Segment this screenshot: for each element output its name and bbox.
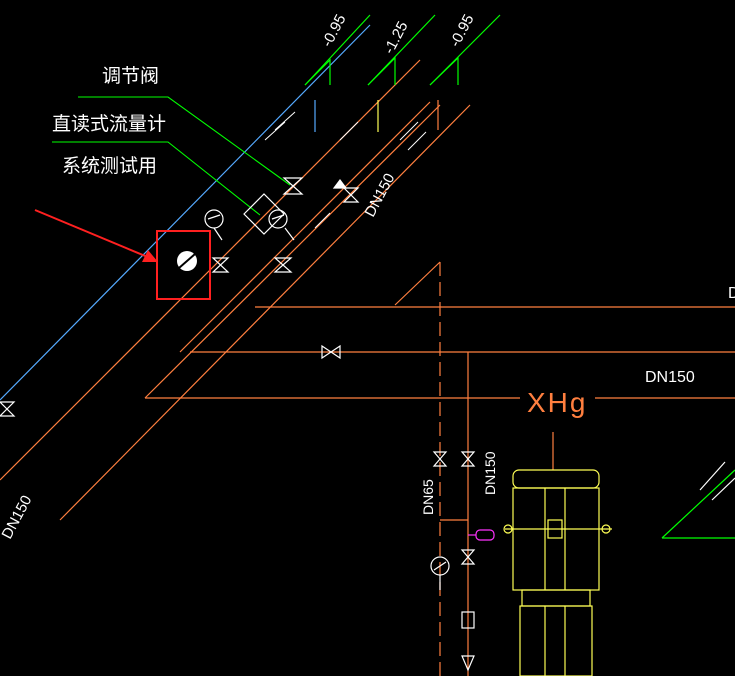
elevation-text-group: -0.95 -1.25 -0.95 — [319, 12, 478, 57]
elevation-leader-2 — [367, 14, 436, 86]
elevation-text-2: -1.25 — [381, 19, 412, 57]
vertical-valve-group — [430, 451, 476, 672]
pump-bolt-icon — [601, 524, 611, 534]
diagonal-main-pipe-lower — [59, 104, 471, 521]
diagonal-branch-pipe — [144, 104, 441, 399]
system-test-label: 系统测试用 — [62, 155, 157, 177]
flowmeter-diamond-icon — [243, 193, 285, 235]
horizontal-gate-valve-icon — [321, 344, 341, 360]
gate-valve-icon — [211, 257, 230, 273]
pump-coupling — [521, 589, 591, 607]
flexible-connector-icon — [475, 529, 495, 541]
valve-label: 调节阀 — [102, 65, 159, 87]
arrow-valve-icon — [332, 179, 348, 189]
gate-valve-icon — [460, 451, 476, 467]
pump-motor-top — [512, 469, 600, 489]
gate-valve-icon — [342, 187, 360, 203]
red-pointer-arrow — [34, 209, 158, 262]
reducer-icon — [461, 655, 475, 672]
pressure-gauge-icon — [204, 209, 224, 229]
pump-unit — [503, 469, 612, 676]
diagonal-branch-pipe-2 — [179, 101, 431, 353]
elevation-marker-group — [304, 14, 501, 86]
edge-mark-label: D — [728, 285, 735, 302]
pipe-dn150-edge-label: DN150 — [0, 493, 35, 542]
diagonal-blue-line — [0, 24, 371, 401]
gate-valve-icon — [0, 177, 360, 417]
vertical-pipe-group — [439, 262, 554, 676]
annotation-leader-group — [52, 96, 291, 216]
pipe-dn150-vertical-label: DN150 — [482, 451, 498, 495]
flowmeter-label-leader — [52, 141, 261, 216]
triangle-marker-icon — [332, 179, 348, 189]
valve-label-leader — [78, 96, 291, 186]
elevation-leader-3 — [429, 14, 501, 86]
tick-mark — [264, 121, 286, 141]
pressure-gauge-icon — [268, 209, 288, 229]
pipe-dn65-label: DN65 — [420, 479, 436, 515]
pump-casing — [519, 605, 593, 676]
flowmeter-needle — [178, 253, 196, 269]
gate-valve-icon — [432, 451, 448, 467]
diagonal-pipe-group — [0, 24, 471, 521]
gate-valve-icon — [273, 257, 293, 273]
strainer-icon — [461, 611, 475, 629]
highlight-box — [156, 230, 211, 300]
check-valve-icon — [460, 549, 476, 565]
elevation-text-3: -0.95 — [447, 12, 478, 50]
flowmeter-box-icon — [204, 193, 295, 241]
pipe-tick-marks — [264, 111, 427, 229]
horizontal-pipe-group — [145, 306, 735, 399]
equipment-code-label: XHg — [527, 387, 587, 418]
pump-motor-body — [512, 487, 600, 591]
regulating-valve-icon — [282, 177, 304, 195]
pump-bolt-icon — [503, 524, 513, 534]
gate-valve-icon — [0, 401, 16, 417]
diagonal-riser-small — [394, 261, 441, 306]
elevation-text-1: -0.95 — [319, 12, 350, 50]
flowmeter-label: 直读式流量计 — [52, 113, 166, 135]
pipe-dn150-horizontal-label: DN150 — [645, 369, 695, 386]
right-elevation-marker — [661, 461, 735, 539]
elevation-leader-1 — [304, 14, 371, 86]
